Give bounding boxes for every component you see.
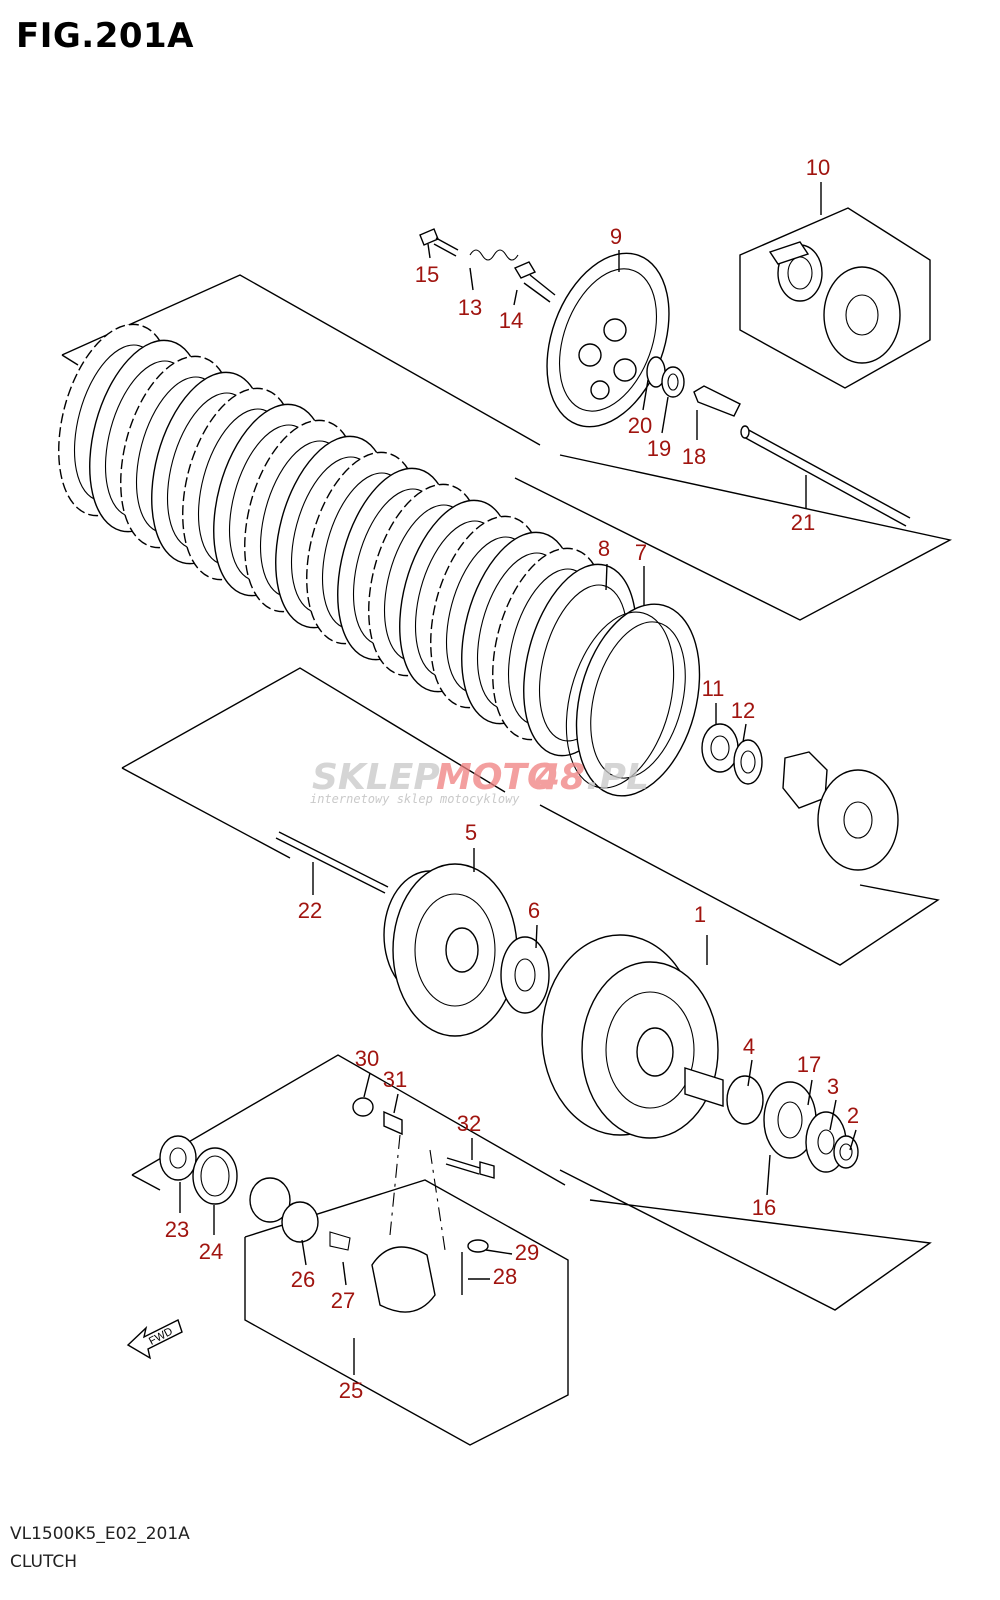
leader-line-26 — [301, 1239, 307, 1266]
clutch-housing — [541, 934, 724, 1139]
middle-box — [121, 667, 506, 793]
part-label-14: 14 — [499, 308, 523, 333]
leader-line-17 — [807, 1079, 813, 1106]
watermark-brand-a: SKLEP — [312, 757, 440, 798]
slave-cylinder-box — [244, 1179, 569, 1446]
part-label-8: 8 — [598, 536, 610, 561]
watermark-brand-b: MOTO — [436, 757, 558, 798]
part-label-21: 21 — [791, 510, 815, 535]
part-label-28: 28 — [493, 1264, 517, 1289]
part-label-15: 15 — [415, 262, 439, 287]
part-label-10: 10 — [806, 155, 830, 180]
push-rod-22 — [275, 831, 389, 894]
washer-bearing-pushpiece — [646, 356, 741, 417]
part-label-24: 24 — [199, 1239, 223, 1264]
pin-and-bolt-30-32 — [352, 1097, 495, 1179]
part-label-4: 4 — [743, 1034, 755, 1059]
part-label-31: 31 — [383, 1067, 407, 1092]
leader-lines — [179, 182, 857, 1375]
plate-pack-box-right — [514, 454, 953, 621]
watermark-tagline: internetowy sklep motocyklowy — [310, 792, 520, 806]
part-label-26: 26 — [291, 1267, 315, 1292]
leader-line-2 — [849, 1129, 857, 1151]
watermark: SKLEP MOTO 48 .PL internetowy sklep moto… — [310, 757, 649, 806]
leader-line-31 — [393, 1093, 399, 1114]
part-label-13: 13 — [458, 295, 482, 320]
part-label-7: 7 — [635, 540, 647, 565]
part-label-12: 12 — [731, 698, 755, 723]
leader-line-13 — [469, 267, 474, 291]
bearing-washer-hub — [701, 723, 899, 871]
part-label-5: 5 — [465, 820, 477, 845]
leader-line-16 — [766, 1154, 771, 1196]
leader-line-3 — [829, 1099, 837, 1131]
leader-line-29 — [485, 1249, 513, 1255]
diagram-code: VL1500K5_E02_201A — [10, 1524, 190, 1544]
fwd-label: FWD — [147, 1325, 175, 1347]
part-label-29: 29 — [515, 1240, 539, 1265]
leader-line-20 — [642, 379, 649, 411]
leader-line-6 — [535, 924, 538, 949]
leader-line-30 — [363, 1072, 371, 1098]
part-label-32: 32 — [457, 1111, 481, 1136]
leader-line-4 — [747, 1059, 753, 1087]
part-label-16: 16 — [752, 1195, 776, 1220]
figure-title: FIG.201A — [16, 16, 194, 56]
push-rod-21 — [740, 425, 911, 527]
part-labels: 1234567891011121314151617181920212223242… — [165, 155, 859, 1403]
leader-line-15 — [427, 243, 431, 259]
part-label-19: 19 — [647, 436, 671, 461]
center-lines — [389, 1134, 446, 1251]
part-label-22: 22 — [298, 898, 322, 923]
watermark-brand-d: .PL — [586, 757, 649, 798]
part-label-25: 25 — [339, 1378, 363, 1403]
part-label-20: 20 — [628, 413, 652, 438]
part-label-30: 30 — [355, 1046, 379, 1071]
part-label-11: 11 — [702, 676, 725, 701]
part-label-23: 23 — [165, 1217, 189, 1242]
lower-box-right — [559, 1169, 932, 1311]
part-label-9: 9 — [610, 224, 622, 249]
thrust-washer-6 — [500, 936, 550, 1014]
part-label-17: 17 — [797, 1052, 821, 1077]
middle-box-right — [539, 804, 940, 966]
part-label-3: 3 — [827, 1074, 839, 1099]
damper-spring-7-8 — [565, 603, 701, 797]
primary-driven-gear — [383, 863, 518, 1037]
spacer-washer-stack — [726, 1075, 859, 1173]
part-10-assembly — [768, 241, 901, 364]
part-label-2: 2 — [847, 1103, 859, 1128]
diagram-name: CLUTCH — [10, 1552, 77, 1572]
part-label-18: 18 — [682, 444, 706, 469]
part-label-27: 27 — [331, 1288, 355, 1313]
pressure-plate — [546, 252, 670, 428]
lower-box — [131, 1054, 566, 1186]
part-label-1: 1 — [694, 902, 706, 927]
part-10-box — [739, 207, 931, 389]
leader-line-8 — [605, 563, 608, 591]
clutch-plate-stack — [58, 323, 637, 757]
bolt-spring-lifter — [419, 228, 556, 303]
part-label-6: 6 — [528, 898, 540, 923]
leader-line-12 — [742, 723, 747, 743]
leader-line-19 — [661, 396, 669, 434]
slave-cylinder-parts — [159, 1135, 489, 1313]
fwd-arrow — [126, 1319, 183, 1360]
leader-line-27 — [342, 1261, 347, 1286]
watermark-brand-c: 48 — [534, 757, 585, 798]
leader-line-14 — [513, 289, 518, 306]
